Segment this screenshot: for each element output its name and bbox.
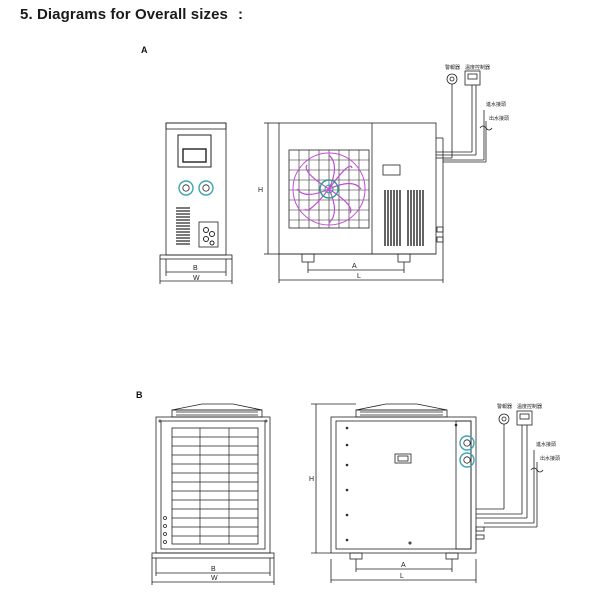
heading-colon: : xyxy=(238,6,244,23)
b-front-dim-a: A xyxy=(401,562,406,569)
section-a-label: A xyxy=(141,45,148,55)
a-label-alarm: 警報器 xyxy=(445,64,460,71)
a-accessories: 警報器 溫度控制器 進水接頭 出水接頭 xyxy=(436,64,509,163)
section-b-label: B xyxy=(136,390,143,400)
b-label-inlet: 進水接頭 xyxy=(536,441,556,448)
a-side-dim-b: B xyxy=(193,265,198,272)
b-label-outlet: 出水接頭 xyxy=(540,455,560,462)
a-side-dim-w: W xyxy=(193,275,200,282)
vent-grille xyxy=(176,207,190,245)
a-label-controller: 溫度控制器 xyxy=(465,64,490,71)
b-front-dim-l: L xyxy=(400,573,404,580)
a-side-view: B W xyxy=(159,122,233,284)
b-label-alarm: 警報器 xyxy=(497,403,512,410)
a-front-dim-h: H xyxy=(258,187,263,194)
a-front-dim-l: L xyxy=(357,273,361,280)
b-side-dim-w: W xyxy=(211,575,218,582)
connector-icon xyxy=(203,227,215,246)
gauge-icon xyxy=(178,180,214,196)
gauge-icon xyxy=(459,435,475,468)
a-label-outlet: 出水接頭 xyxy=(489,115,509,122)
a-front-view: H A L xyxy=(258,122,444,283)
a-label-inlet: 進水接頭 xyxy=(486,101,506,108)
heading-text: 5. Diagrams for Overall sizes xyxy=(20,6,228,23)
b-label-controller: 溫度控制器 xyxy=(517,403,542,410)
b-side-view: B W xyxy=(151,403,275,585)
vent-grille xyxy=(384,190,424,246)
b-accessories: 警報器 溫度控制器 進水接頭 出水接頭 xyxy=(476,403,560,528)
fan-icon xyxy=(292,152,366,226)
a-front-dim-a: A xyxy=(352,263,357,270)
b-front-view: H A L xyxy=(309,403,485,583)
b-front-dim-h: H xyxy=(309,476,314,483)
b-side-dim-b: B xyxy=(211,566,216,573)
section-heading: 5. Diagrams for Overall sizes: xyxy=(20,6,243,23)
